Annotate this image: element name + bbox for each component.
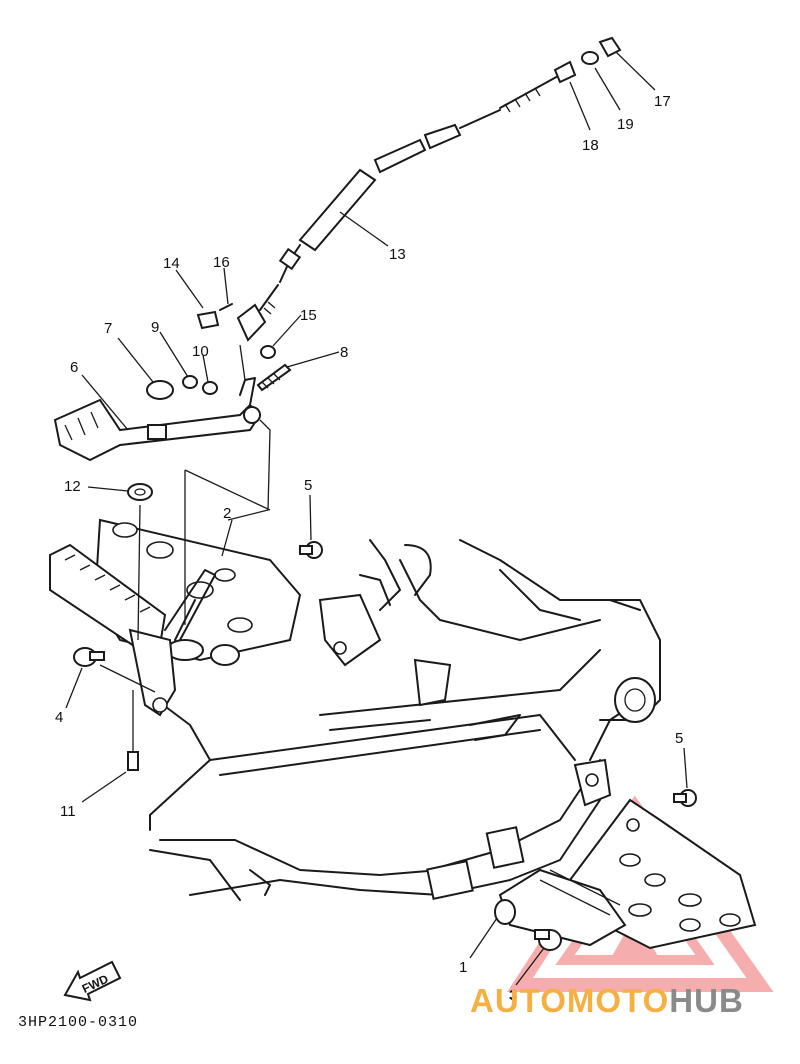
callout-16: 16 bbox=[213, 254, 230, 271]
callout-6: 6 bbox=[70, 359, 78, 376]
left-footpeg bbox=[49, 543, 177, 717]
reference-lines bbox=[99, 344, 271, 693]
watermark-text-part2: HUB bbox=[669, 982, 744, 1019]
bolt-part-11 bbox=[127, 690, 139, 771]
watermark-text-part1: AUTOMOTO bbox=[470, 982, 670, 1019]
callout-labels: 1 2 3 4 5 5 6 7 8 9 10 11 12 13 14 15 16… bbox=[55, 93, 683, 1004]
washer-part-10 bbox=[202, 381, 218, 395]
nut-part-15 bbox=[260, 345, 276, 359]
nut-part-17 bbox=[598, 36, 622, 58]
bolt-part-5-right bbox=[673, 789, 697, 807]
callout-3: 3 bbox=[509, 987, 517, 1004]
diagram-code: 3HP2100-0310 bbox=[18, 1014, 139, 1031]
callout-19: 19 bbox=[617, 116, 634, 133]
callout-2: 2 bbox=[223, 505, 231, 522]
nut-part-12 bbox=[127, 483, 153, 501]
callout-8: 8 bbox=[340, 344, 348, 361]
callout-10: 10 bbox=[192, 343, 209, 360]
bolt-part-5-left bbox=[299, 541, 323, 559]
bolt-part-3 bbox=[534, 929, 562, 951]
brake-pedal bbox=[53, 377, 262, 462]
cotter-part-16 bbox=[219, 303, 233, 311]
callout-14: 14 bbox=[163, 255, 180, 272]
callout-7: 7 bbox=[104, 320, 112, 337]
washer-part-9 bbox=[182, 375, 198, 389]
callout-9: 9 bbox=[151, 319, 159, 336]
pin-part-14 bbox=[196, 310, 220, 330]
right-footrest-bracket bbox=[494, 798, 757, 951]
frame bbox=[149, 539, 661, 901]
callout-1: 1 bbox=[459, 959, 467, 976]
callout-18: 18 bbox=[582, 137, 599, 154]
watermark-text: AUTOMOTOHUB bbox=[470, 982, 744, 1020]
spring-part-8 bbox=[256, 363, 292, 392]
cap-part-7 bbox=[146, 380, 174, 400]
callout-11: 11 bbox=[60, 803, 76, 820]
callout-12: 12 bbox=[64, 478, 81, 495]
leader-lines bbox=[65, 51, 688, 986]
callout-17: 17 bbox=[654, 93, 671, 110]
callout-15: 15 bbox=[300, 307, 317, 324]
bolt-part-4 bbox=[73, 647, 105, 667]
washer-part-19 bbox=[581, 51, 599, 65]
callout-5-right: 5 bbox=[675, 730, 683, 747]
callout-4: 4 bbox=[55, 709, 63, 726]
callout-13: 13 bbox=[389, 246, 406, 263]
brake-cable bbox=[259, 36, 622, 315]
clevis bbox=[236, 303, 267, 342]
fwd-arrow: FWD bbox=[63, 960, 122, 1002]
callout-5-left: 5 bbox=[304, 477, 312, 494]
